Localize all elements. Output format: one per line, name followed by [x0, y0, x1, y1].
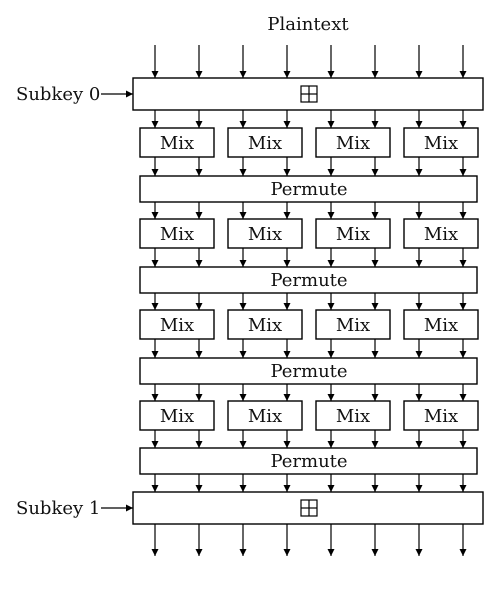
mix-label: Mix: [248, 406, 282, 427]
permute-label: Permute: [270, 361, 347, 382]
mix-box: [227, 127, 303, 158]
mix-box: [315, 400, 391, 431]
wire-layer: [151, 45, 467, 556]
mix-box: [315, 218, 391, 249]
mix-box: [403, 309, 479, 340]
plaintext-label: Plaintext: [267, 14, 349, 35]
mix-box: [227, 400, 303, 431]
mix-box: [315, 127, 391, 158]
subkey-0-add-box: [132, 77, 484, 111]
mix-label: Mix: [336, 224, 370, 245]
modular-add-1-icon: [300, 499, 318, 517]
mix-label: Mix: [160, 315, 194, 336]
mix-box: [403, 400, 479, 431]
mix-box: [403, 127, 479, 158]
mix-label: Mix: [424, 315, 458, 336]
mix-label: Mix: [424, 406, 458, 427]
subkey-0-label: Subkey 0: [16, 84, 100, 105]
mix-label: Mix: [336, 315, 370, 336]
mix-label: Mix: [160, 406, 194, 427]
mix-box: [139, 309, 215, 340]
mix-label: Mix: [336, 406, 370, 427]
permute-box: [139, 266, 478, 294]
permute-label: Permute: [270, 451, 347, 472]
mix-label: Mix: [160, 133, 194, 154]
mix-label: Mix: [248, 315, 282, 336]
mix-box: [315, 309, 391, 340]
mix-label: Mix: [424, 224, 458, 245]
mix-box: [227, 218, 303, 249]
mix-box: [139, 218, 215, 249]
mix-label: Mix: [424, 133, 458, 154]
mix-box: [139, 400, 215, 431]
mix-box: [139, 127, 215, 158]
permute-label: Permute: [270, 179, 347, 200]
mix-label: Mix: [248, 224, 282, 245]
permute-box: [139, 447, 478, 475]
modular-add-0-icon: [300, 85, 318, 103]
mix-label: Mix: [160, 224, 194, 245]
permute-box: [139, 175, 478, 203]
permute-box: [139, 357, 478, 385]
subkey-1-label: Subkey 1: [16, 498, 100, 519]
mix-label: Mix: [336, 133, 370, 154]
mix-box: [403, 218, 479, 249]
mix-label: Mix: [248, 133, 282, 154]
mix-box: [227, 309, 303, 340]
permute-label: Permute: [270, 270, 347, 291]
